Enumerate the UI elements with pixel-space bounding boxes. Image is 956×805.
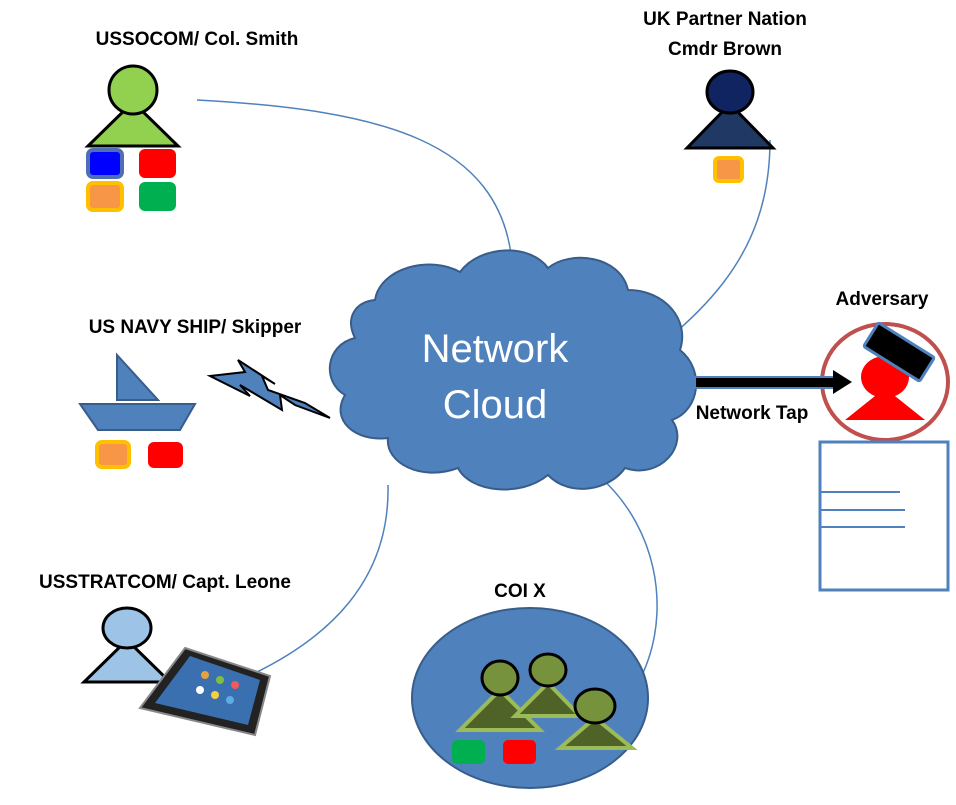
tag-red: [139, 149, 176, 178]
tag-red: [148, 442, 183, 468]
ussocom-node: USSOCOM/ Col. Smith: [84, 29, 299, 212]
ussocom-label: USSOCOM/ Col. Smith: [96, 29, 299, 50]
coi-label: COI X: [494, 581, 546, 602]
uk-label-line2: Cmdr Brown: [668, 39, 782, 60]
navy-label: US NAVY SHIP/ Skipper: [89, 317, 302, 338]
network-cloud: Network Cloud: [328, 249, 698, 491]
adversary-label: Adversary: [836, 289, 929, 310]
tag-blue: [86, 148, 124, 179]
coi-node: COI X: [411, 581, 649, 789]
person-icon: [455, 659, 545, 732]
stratcom-label: USSTRATCOM/ Capt. Leone: [39, 572, 291, 593]
lightning-icon: [206, 359, 331, 419]
person-icon: [80, 606, 174, 684]
link-stratcom-cloud: [239, 484, 389, 681]
uk-node: UK Partner Nation Cmdr Brown: [643, 9, 807, 183]
tag-red: [503, 740, 536, 764]
cloud-label-line2: Cloud: [443, 383, 548, 427]
cloud-icon: [328, 249, 698, 491]
adversary-node: Adversary Network Tap: [694, 289, 950, 592]
arrow-icon: [694, 370, 852, 394]
document-icon: [818, 440, 950, 592]
person-icon: [84, 64, 182, 148]
tag-green: [452, 740, 485, 764]
network-tap-label: Network Tap: [696, 403, 809, 424]
ship-icon: [78, 352, 197, 431]
uk-label-line1: UK Partner Nation: [643, 9, 807, 30]
tag-green: [139, 182, 176, 211]
tag-orange: [95, 440, 131, 469]
smartphone-icon: [138, 646, 272, 737]
navy-node: US NAVY SHIP/ Skipper: [78, 317, 331, 469]
adversary-device-icon: [862, 321, 936, 383]
stratcom-node: USSTRATCOM/ Capt. Leone: [39, 572, 291, 737]
person-icon: [554, 687, 638, 750]
person-icon: [683, 69, 777, 150]
link-ussocom-cloud: [196, 99, 513, 263]
tag-orange: [713, 156, 744, 183]
tag-orange: [86, 181, 124, 212]
person-icon: [510, 652, 585, 718]
cloud-label-line1: Network: [422, 327, 570, 371]
